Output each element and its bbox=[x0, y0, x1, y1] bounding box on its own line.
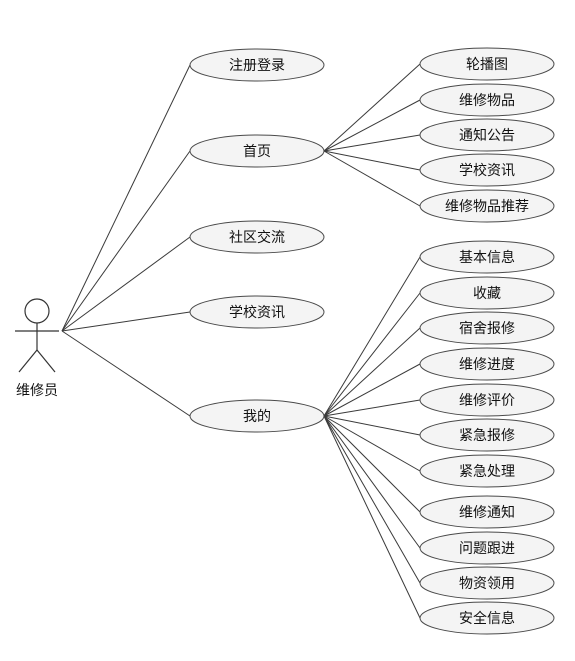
use-case-repair-review[interactable]: 维修评价 bbox=[419, 383, 555, 417]
use-case-issue-tracking[interactable]: 问题跟进 bbox=[419, 531, 555, 565]
use-case-label: 维修进度 bbox=[459, 357, 515, 373]
use-case-label: 问题跟进 bbox=[459, 541, 515, 557]
use-case-label: 基本信息 bbox=[459, 249, 515, 266]
use-case-carousel[interactable]: 轮播图 bbox=[419, 47, 555, 81]
use-case-urgent-handling[interactable]: 紧急处理 bbox=[419, 454, 555, 488]
use-case-repair-progress[interactable]: 维修进度 bbox=[419, 347, 555, 381]
use-case-ellipse bbox=[419, 495, 555, 529]
connector-actor-mine bbox=[61, 330, 191, 417]
connector-home-notices bbox=[323, 134, 421, 152]
actor-right-leg bbox=[36, 349, 56, 373]
use-case-label: 紧急处理 bbox=[459, 464, 515, 480]
connector-mine-material-requisition bbox=[323, 415, 421, 584]
connector-mine-repair-progress bbox=[323, 363, 421, 417]
use-case-label: 物资领用 bbox=[459, 576, 515, 592]
use-case-ellipse bbox=[189, 134, 325, 168]
connectors bbox=[61, 63, 421, 619]
use-case-ellipse bbox=[189, 48, 325, 82]
use-case-ellipse bbox=[189, 399, 325, 433]
connector-actor-register-login bbox=[61, 64, 191, 332]
connector-mine-basic-info bbox=[323, 256, 421, 417]
use-case-ellipse bbox=[419, 118, 555, 152]
connector-mine-urgent-repair bbox=[323, 415, 421, 436]
use-case-ellipse bbox=[419, 47, 555, 81]
use-case-ellipse bbox=[189, 220, 325, 254]
use-case-label: 我的 bbox=[243, 409, 271, 425]
use-case-ellipse bbox=[419, 311, 555, 345]
use-case-label: 维修评价 bbox=[459, 393, 515, 409]
use-case-label: 轮播图 bbox=[466, 57, 508, 73]
use-case-label: 社区交流 bbox=[229, 229, 285, 246]
use-case-ellipse bbox=[419, 276, 555, 310]
use-case-label: 收藏 bbox=[473, 286, 501, 302]
connector-home-repair-items bbox=[323, 99, 421, 152]
connector-home-school-news-home bbox=[323, 150, 421, 171]
use-case-school-news[interactable]: 学校资讯 bbox=[189, 295, 325, 329]
use-case-home[interactable]: 首页 bbox=[189, 134, 325, 168]
use-case-repair-notice[interactable]: 维修通知 bbox=[419, 495, 555, 529]
use-case-ellipse bbox=[419, 189, 555, 223]
use-case-label: 注册登录 bbox=[229, 58, 285, 74]
connector-mine-repair-notice bbox=[323, 415, 421, 513]
use-case-ellipse bbox=[419, 240, 555, 274]
connector-mine-safety-info bbox=[323, 415, 421, 619]
use-case-label: 维修物品推荐 bbox=[445, 199, 529, 215]
use-case-favorites[interactable]: 收藏 bbox=[419, 276, 555, 310]
use-case-notices[interactable]: 通知公告 bbox=[419, 118, 555, 152]
use-case-label: 维修物品 bbox=[459, 93, 515, 109]
use-case-label: 维修通知 bbox=[459, 504, 515, 521]
use-case-label: 宿舍报修 bbox=[459, 320, 515, 337]
use-case-urgent-repair[interactable]: 紧急报修 bbox=[419, 418, 555, 452]
connector-mine-repair-review bbox=[323, 399, 421, 417]
connector-actor-community bbox=[61, 236, 191, 332]
use-case-dorm-repair[interactable]: 宿舍报修 bbox=[419, 311, 555, 345]
use-case-community[interactable]: 社区交流 bbox=[189, 220, 325, 254]
connector-mine-urgent-handling bbox=[323, 415, 421, 472]
use-case-label: 学校资讯 bbox=[229, 304, 285, 321]
use-case-school-news-home[interactable]: 学校资讯 bbox=[419, 153, 555, 187]
use-case-material-requisition[interactable]: 物资领用 bbox=[419, 566, 555, 600]
connector-home-carousel bbox=[323, 63, 421, 152]
use-case-repair-items[interactable]: 维修物品 bbox=[419, 83, 555, 117]
use-case-basic-info[interactable]: 基本信息 bbox=[419, 240, 555, 274]
connector-mine-dorm-repair bbox=[323, 327, 421, 417]
actor-left-leg bbox=[18, 349, 38, 373]
use-case-ellipse bbox=[419, 383, 555, 417]
use-case-label: 安全信息 bbox=[459, 610, 515, 627]
actor-label: 维修员 bbox=[16, 383, 58, 399]
actor-head bbox=[24, 298, 50, 324]
connector-home-repair-item-recommend bbox=[323, 150, 421, 207]
connector-actor-school-news bbox=[61, 311, 191, 332]
use-case-register-login[interactable]: 注册登录 bbox=[189, 48, 325, 82]
use-case-ellipse bbox=[419, 454, 555, 488]
actor-repairman: 维修员 bbox=[15, 298, 59, 399]
use-case-label: 通知公告 bbox=[459, 127, 515, 144]
use-case-ellipse bbox=[419, 83, 555, 117]
use-case-ellipse bbox=[189, 295, 325, 329]
connector-mine-favorites bbox=[323, 292, 421, 417]
connector-actor-home bbox=[61, 150, 191, 332]
use-case-ellipse bbox=[419, 153, 555, 187]
use-case-label: 首页 bbox=[243, 144, 271, 160]
use-case-ellipse bbox=[419, 531, 555, 565]
use-case-ellipse bbox=[419, 601, 555, 635]
use-case-label: 紧急报修 bbox=[459, 428, 515, 444]
use-case-ellipse bbox=[419, 566, 555, 600]
use-case-repair-item-recommend[interactable]: 维修物品推荐 bbox=[419, 189, 555, 223]
use-case-ellipse bbox=[419, 418, 555, 452]
use-cases: 注册登录首页轮播图维修物品通知公告学校资讯维修物品推荐社区交流学校资讯我的基本信… bbox=[189, 47, 555, 635]
connector-mine-issue-tracking bbox=[323, 415, 421, 549]
use-case-mine[interactable]: 我的 bbox=[189, 399, 325, 433]
use-case-label: 学校资讯 bbox=[459, 162, 515, 179]
use-case-ellipse bbox=[419, 347, 555, 381]
use-case-safety-info[interactable]: 安全信息 bbox=[419, 601, 555, 635]
